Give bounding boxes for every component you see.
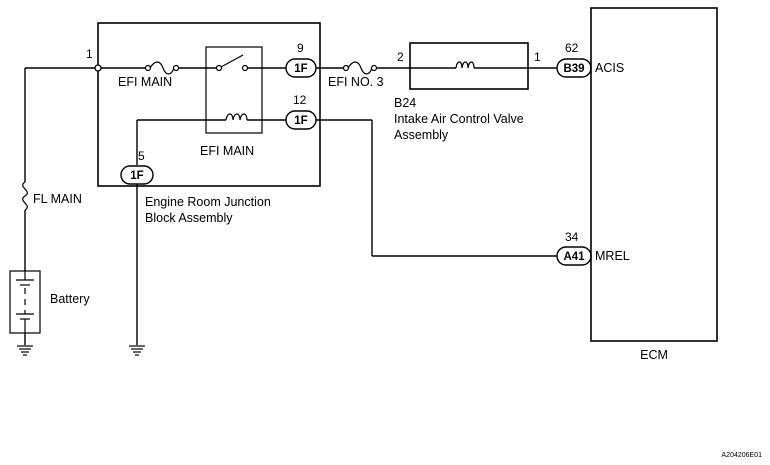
ecm-signal-acis: ACIS xyxy=(595,61,624,75)
ecm-box xyxy=(590,7,718,342)
valve-solenoid-coil xyxy=(455,61,475,69)
efi-no3-fuse-symbol xyxy=(342,61,378,75)
ecm-a41-connector: A41 xyxy=(556,246,592,266)
ecm-signal-mrel: MREL xyxy=(595,249,630,263)
pin-1-number: 1 xyxy=(86,47,93,61)
pin-9-connector: 1F xyxy=(285,58,317,78)
valve-id-label: B24 xyxy=(394,96,416,110)
efi-main-relay-box xyxy=(205,46,263,134)
battery-label: Battery xyxy=(50,292,90,306)
valve-pin-1: 1 xyxy=(534,50,541,64)
ground-symbol-battery xyxy=(17,345,33,356)
ecm-label: ECM xyxy=(640,348,668,362)
svg-text:B39: B39 xyxy=(563,63,584,75)
junction-block-outline xyxy=(97,22,321,187)
relay-label: EFI MAIN xyxy=(200,144,254,158)
efi-main-fuse-symbol xyxy=(144,61,180,75)
pin-1-terminal xyxy=(94,64,102,72)
ecm-pin-34: 34 xyxy=(565,230,579,244)
svg-text:1F: 1F xyxy=(130,170,143,182)
efi-main-fuse-label: EFI MAIN xyxy=(118,75,172,89)
junction-block-name-line1: Engine Room Junction xyxy=(145,195,271,209)
junction-block-name-line2: Block Assembly xyxy=(145,211,233,225)
battery-cells xyxy=(16,271,34,333)
pin-5-connector: 1F xyxy=(120,165,154,185)
ecm-b39-connector: B39 xyxy=(556,58,592,78)
pin-12-number: 12 xyxy=(293,93,307,107)
figure-code: A204206E01 xyxy=(722,452,763,459)
svg-text:1F: 1F xyxy=(294,115,307,127)
ground-symbol-junction xyxy=(129,345,145,356)
ecm-pin-62: 62 xyxy=(565,41,579,55)
fl-main-label: FL MAIN xyxy=(33,192,82,206)
valve-name-line2: Assembly xyxy=(394,128,449,142)
fl-main-fusible-link xyxy=(22,181,28,211)
efi-no3-label: EFI NO. 3 xyxy=(328,75,384,89)
svg-text:A41: A41 xyxy=(563,251,585,263)
main-feed-wire xyxy=(24,67,96,182)
pin-5-number: 5 xyxy=(138,149,145,163)
valve-name-line1: Intake Air Control Valve xyxy=(394,112,524,126)
pin-9-number: 9 xyxy=(297,41,304,55)
relay-switch-contact xyxy=(215,54,249,72)
valve-box xyxy=(409,42,529,90)
svg-text:1F: 1F xyxy=(294,63,307,75)
pin-12-connector: 1F xyxy=(285,110,317,130)
valve-pin-2: 2 xyxy=(397,50,404,64)
relay-coil-symbol xyxy=(225,113,248,121)
